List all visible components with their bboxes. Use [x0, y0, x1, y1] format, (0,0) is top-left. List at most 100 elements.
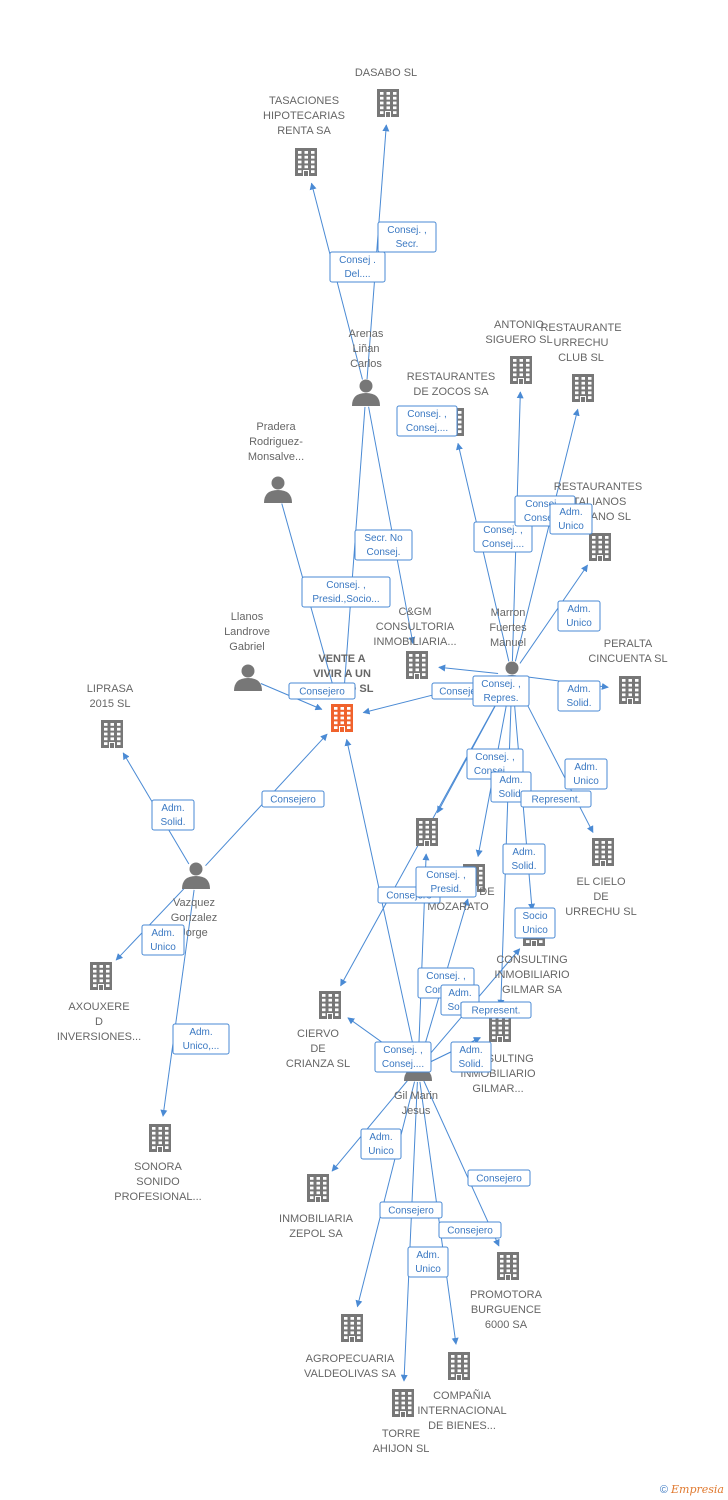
node-label-line: 6000 SA	[485, 1319, 528, 1331]
edge-marron-to-italianos	[519, 564, 588, 664]
node-label-line: TORRE	[382, 1428, 420, 1440]
relation-badge[interactable]: Consej. , Presid.,Socio...	[301, 576, 391, 608]
edge-vazquez-to-sonora	[160, 889, 195, 1117]
relation-badge[interactable]: Adm.Unico	[360, 1128, 402, 1160]
relation-badge[interactable]: Adm.Unico,...	[172, 1023, 230, 1055]
relation-badge[interactable]: Consej. ,Consej....	[374, 1041, 432, 1073]
building-icon	[295, 148, 317, 176]
relation-badge[interactable]: Consej. ,Presid.	[415, 866, 477, 898]
relation-label-line: Presid.,Socio...	[312, 594, 379, 605]
relation-label-line: Unico,...	[183, 1041, 220, 1052]
node-dasabo[interactable]: DASABO SL	[355, 67, 417, 117]
relation-label-line: Solid.	[511, 861, 536, 872]
relation-label-line: Consej. ,	[525, 499, 564, 510]
relation-badge[interactable]: Adm.Unico	[407, 1246, 449, 1278]
relation-label-line: Adm.	[369, 1132, 392, 1143]
building-icon	[90, 962, 112, 990]
node-label-line: Pradera	[256, 421, 296, 433]
relation-badge[interactable]: Adm.Solid.	[557, 680, 601, 712]
relation-badge[interactable]: Adm.Solid.	[450, 1041, 492, 1073]
node-label-line: URRECHU	[554, 337, 609, 349]
relation-label-line: Consej. ,	[326, 580, 365, 591]
edge-arenas-to-center	[340, 406, 366, 697]
node-label-line: URRECHU SL	[565, 906, 637, 918]
relation-badge[interactable]: Consej . Del....	[329, 251, 386, 283]
node-label-line: DE	[310, 1043, 325, 1055]
building-icon	[572, 374, 594, 402]
node-label-line: ZEPOL SA	[289, 1228, 343, 1240]
relation-label-line: Adm.	[567, 604, 590, 615]
relation-badge[interactable]: Adm.Unico	[549, 503, 593, 535]
relation-label-line: Consej. ,	[407, 409, 446, 420]
relation-badge[interactable]: Consej. ,Secr.	[377, 221, 437, 253]
node-axouxere[interactable]: AXOUXEREDINVERSIONES...	[57, 962, 141, 1043]
relation-label-line: Consej. ,	[483, 525, 522, 536]
relation-badge[interactable]: Consejero	[261, 790, 325, 808]
relation-label-line: Consejero	[299, 687, 345, 698]
node-label-line: SONORA	[134, 1161, 182, 1173]
relation-badge[interactable]: Consej. , Repres.	[472, 675, 530, 707]
person-icon	[352, 379, 380, 406]
relation-badge[interactable]: Represent.	[460, 1001, 532, 1019]
relation-badge[interactable]: Consej. ,Consej....	[396, 405, 458, 437]
relation-badge[interactable]: Adm.Solid.	[151, 799, 195, 831]
node-label-line: MOZARATO	[427, 901, 489, 913]
node-torre[interactable]: TORRE AHIJON SL	[373, 1389, 430, 1455]
relation-label-line: Consej. ,	[481, 679, 520, 690]
node-label-line: DE	[593, 891, 608, 903]
building-icon	[307, 1174, 329, 1202]
edge-marron-to-el_cielo	[517, 687, 594, 834]
node-unnamed-company[interactable]	[416, 818, 438, 846]
node-sonora[interactable]: SONORASONIDOPROFESIONAL...	[114, 1124, 202, 1203]
node-label-line: AXOUXERE	[68, 1001, 129, 1013]
building-icon	[589, 533, 611, 561]
relation-badge[interactable]: Adm.Unico	[141, 924, 185, 956]
edge-gil_marin-to-promotora	[423, 1080, 500, 1247]
relation-badge[interactable]: Adm.Solid.	[502, 843, 546, 875]
relation-badge[interactable]: Adm.Unico	[564, 758, 608, 790]
node-label-line: PROMOTORA	[470, 1289, 543, 1301]
relation-badge[interactable]: Consej. ,Consej....	[473, 521, 533, 553]
relation-badge[interactable]: Consejero	[288, 682, 356, 700]
relation-label-line: Repres.	[483, 693, 518, 704]
node-label-line: Arenas	[349, 328, 384, 340]
node-label-line: VIVIR A UN	[313, 668, 371, 680]
person-icon	[264, 476, 292, 503]
edge-marron-to-urrechu_club	[514, 408, 580, 662]
relation-label-line: Socio	[522, 911, 547, 922]
node-label-line: Gabriel	[229, 641, 264, 653]
relation-badge[interactable]: Adm.Unico	[557, 600, 601, 632]
relation-label-line: Del....	[344, 269, 370, 280]
node-label-line: VALDEOLIVAS SA	[304, 1368, 397, 1380]
node-pradera[interactable]: PraderaRodriguez-Monsalve...	[248, 421, 304, 503]
empresia-logo[interactable]: Empresia	[671, 1483, 724, 1496]
node-cgm[interactable]: C&GMCONSULTORIAINMOBILIARIA...	[373, 606, 457, 679]
relation-badge[interactable]: Consejero	[379, 1201, 443, 1219]
node-label-line: CIERVO	[297, 1028, 339, 1040]
relation-badge[interactable]: Consejero	[438, 1221, 502, 1239]
node-label-line: Gonzalez	[171, 912, 217, 924]
building-icon	[341, 1314, 363, 1342]
node-label-line: AHIJON SL	[373, 1443, 430, 1455]
relation-label-line: Consej .	[339, 255, 376, 266]
relation-badge[interactable]: Represent.	[520, 790, 592, 808]
relation-badge[interactable]: Consejero	[467, 1169, 531, 1187]
building-icon	[497, 1252, 519, 1280]
